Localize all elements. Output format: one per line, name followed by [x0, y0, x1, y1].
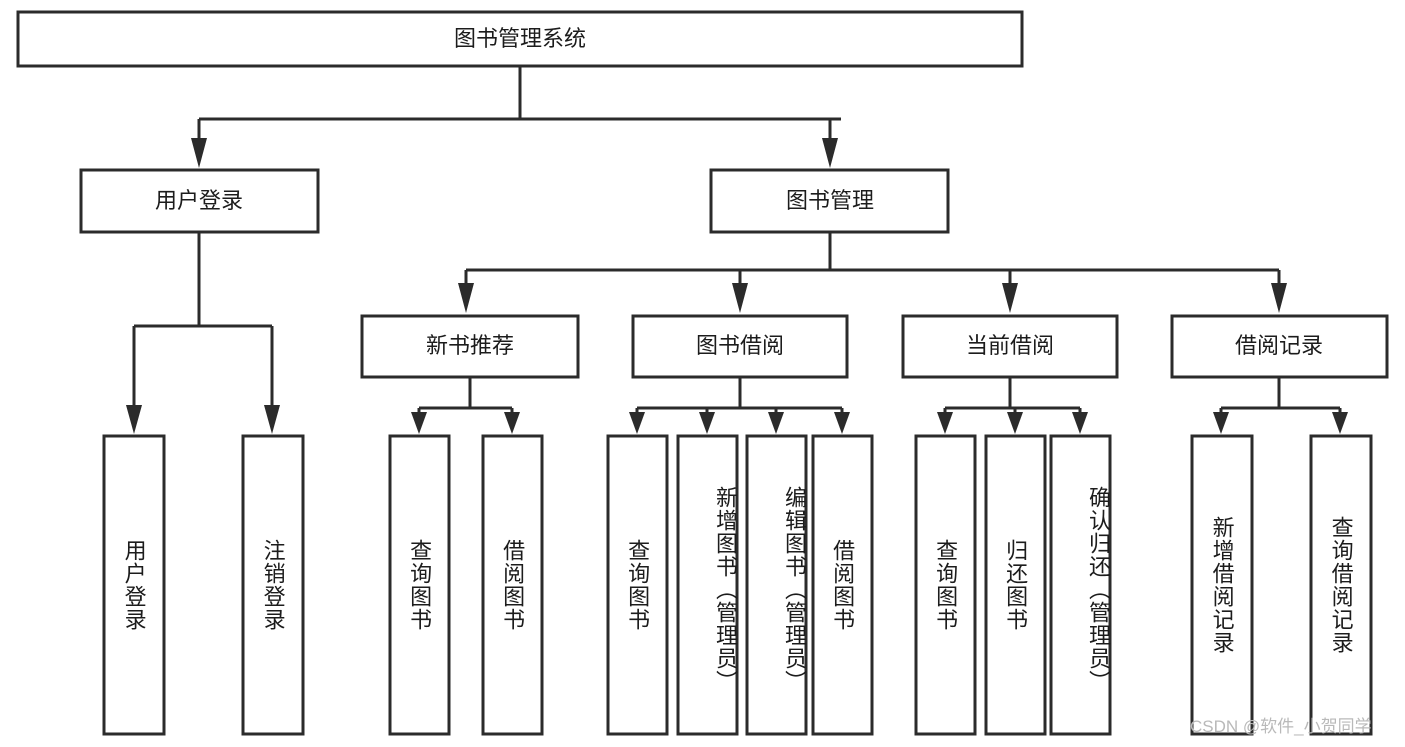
node-user-login[interactable]: 用户登录 — [79, 168, 320, 234]
leaf-box-add-book[interactable] — [676, 434, 739, 736]
connector-bookmanage-to-level3 — [458, 232, 1287, 313]
node-root-label: 图书管理系统 — [454, 26, 586, 51]
leaf-box-query-record[interactable] — [1309, 434, 1373, 736]
leaf-box-return-book[interactable] — [984, 434, 1047, 736]
connector-currentborrow-to-leaves — [937, 377, 1088, 434]
node-current-borrow[interactable]: 当前借阅 — [901, 314, 1119, 379]
connector-newbook-to-leaves — [411, 377, 520, 434]
leaf-box-user-login[interactable] — [102, 434, 166, 736]
node-current-borrow-label: 当前借阅 — [966, 333, 1054, 358]
node-book-borrow[interactable]: 图书借阅 — [631, 314, 849, 379]
leaf-box-query-book-1[interactable] — [388, 434, 451, 736]
node-new-book-recommend-label: 新书推荐 — [426, 333, 514, 358]
node-root[interactable]: 图书管理系统 — [16, 10, 1024, 68]
node-new-book-recommend[interactable]: 新书推荐 — [360, 314, 580, 379]
leaf-box-borrow-book-2[interactable] — [811, 434, 874, 736]
leaf-boxes — [102, 434, 1373, 736]
node-book-manage[interactable]: 图书管理 — [709, 168, 950, 234]
connector-borrowrecord-to-leaves — [1213, 377, 1348, 434]
node-user-login-label: 用户登录 — [155, 188, 243, 213]
connector-userlogin-to-leaves — [126, 232, 280, 434]
leaf-box-query-book-3[interactable] — [914, 434, 977, 736]
node-borrow-record-label: 借阅记录 — [1235, 333, 1323, 358]
leaf-box-confirm-return[interactable] — [1049, 434, 1112, 736]
leaf-box-borrow-book-1[interactable] — [481, 434, 544, 736]
leaf-box-edit-book[interactable] — [745, 434, 808, 736]
leaf-box-logout-login[interactable] — [241, 434, 305, 736]
connector-root-to-level2 — [191, 66, 841, 168]
node-book-manage-label: 图书管理 — [786, 188, 874, 213]
node-borrow-record[interactable]: 借阅记录 — [1170, 314, 1389, 379]
leaf-box-query-book-2[interactable] — [606, 434, 669, 736]
connector-bookborrow-to-leaves — [629, 377, 850, 434]
leaf-box-add-record[interactable] — [1190, 434, 1254, 736]
node-book-borrow-label: 图书借阅 — [696, 333, 784, 358]
